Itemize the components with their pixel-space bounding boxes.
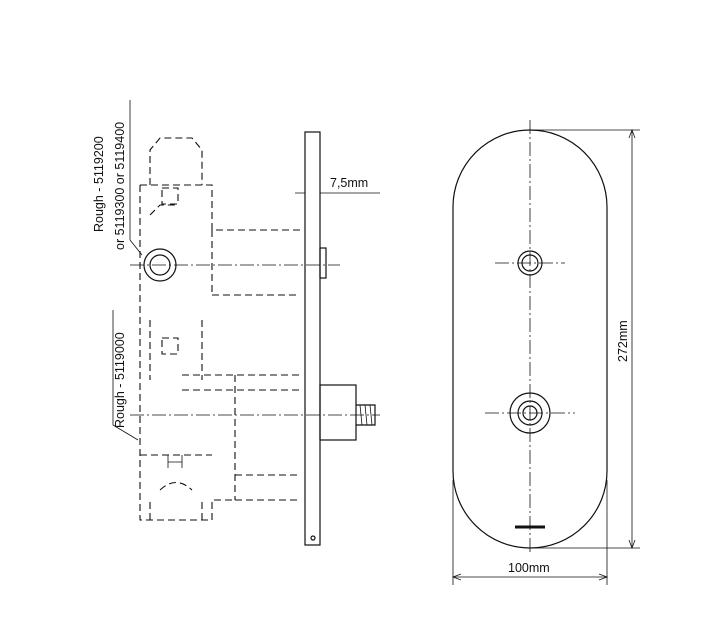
width-label: 100mm [508, 561, 550, 575]
cover-plate-front-view [452, 120, 608, 555]
rough-top-label-line1: Rough - 5119200 [92, 136, 106, 232]
lower-control-knob [509, 392, 551, 434]
rough-labels: Rough - 5119200 or 5119300 or 5119400 Ro… [92, 100, 143, 441]
rough-bottom-label: Rough - 5119000 [113, 332, 127, 428]
height-label: 272mm [616, 320, 630, 362]
plate-offset-dimension: 7,5mm [295, 176, 380, 196]
upper-button [517, 250, 543, 276]
plate-offset-label: 7,5mm [330, 176, 368, 190]
height-dimension: 272mm [530, 128, 640, 550]
rough-top-label-line2: or 5119300 or 5119400 [113, 122, 127, 250]
cover-plate-side-view [304, 131, 376, 546]
width-dimension: 100mm [451, 480, 609, 585]
valve-body-side-view [130, 137, 380, 521]
